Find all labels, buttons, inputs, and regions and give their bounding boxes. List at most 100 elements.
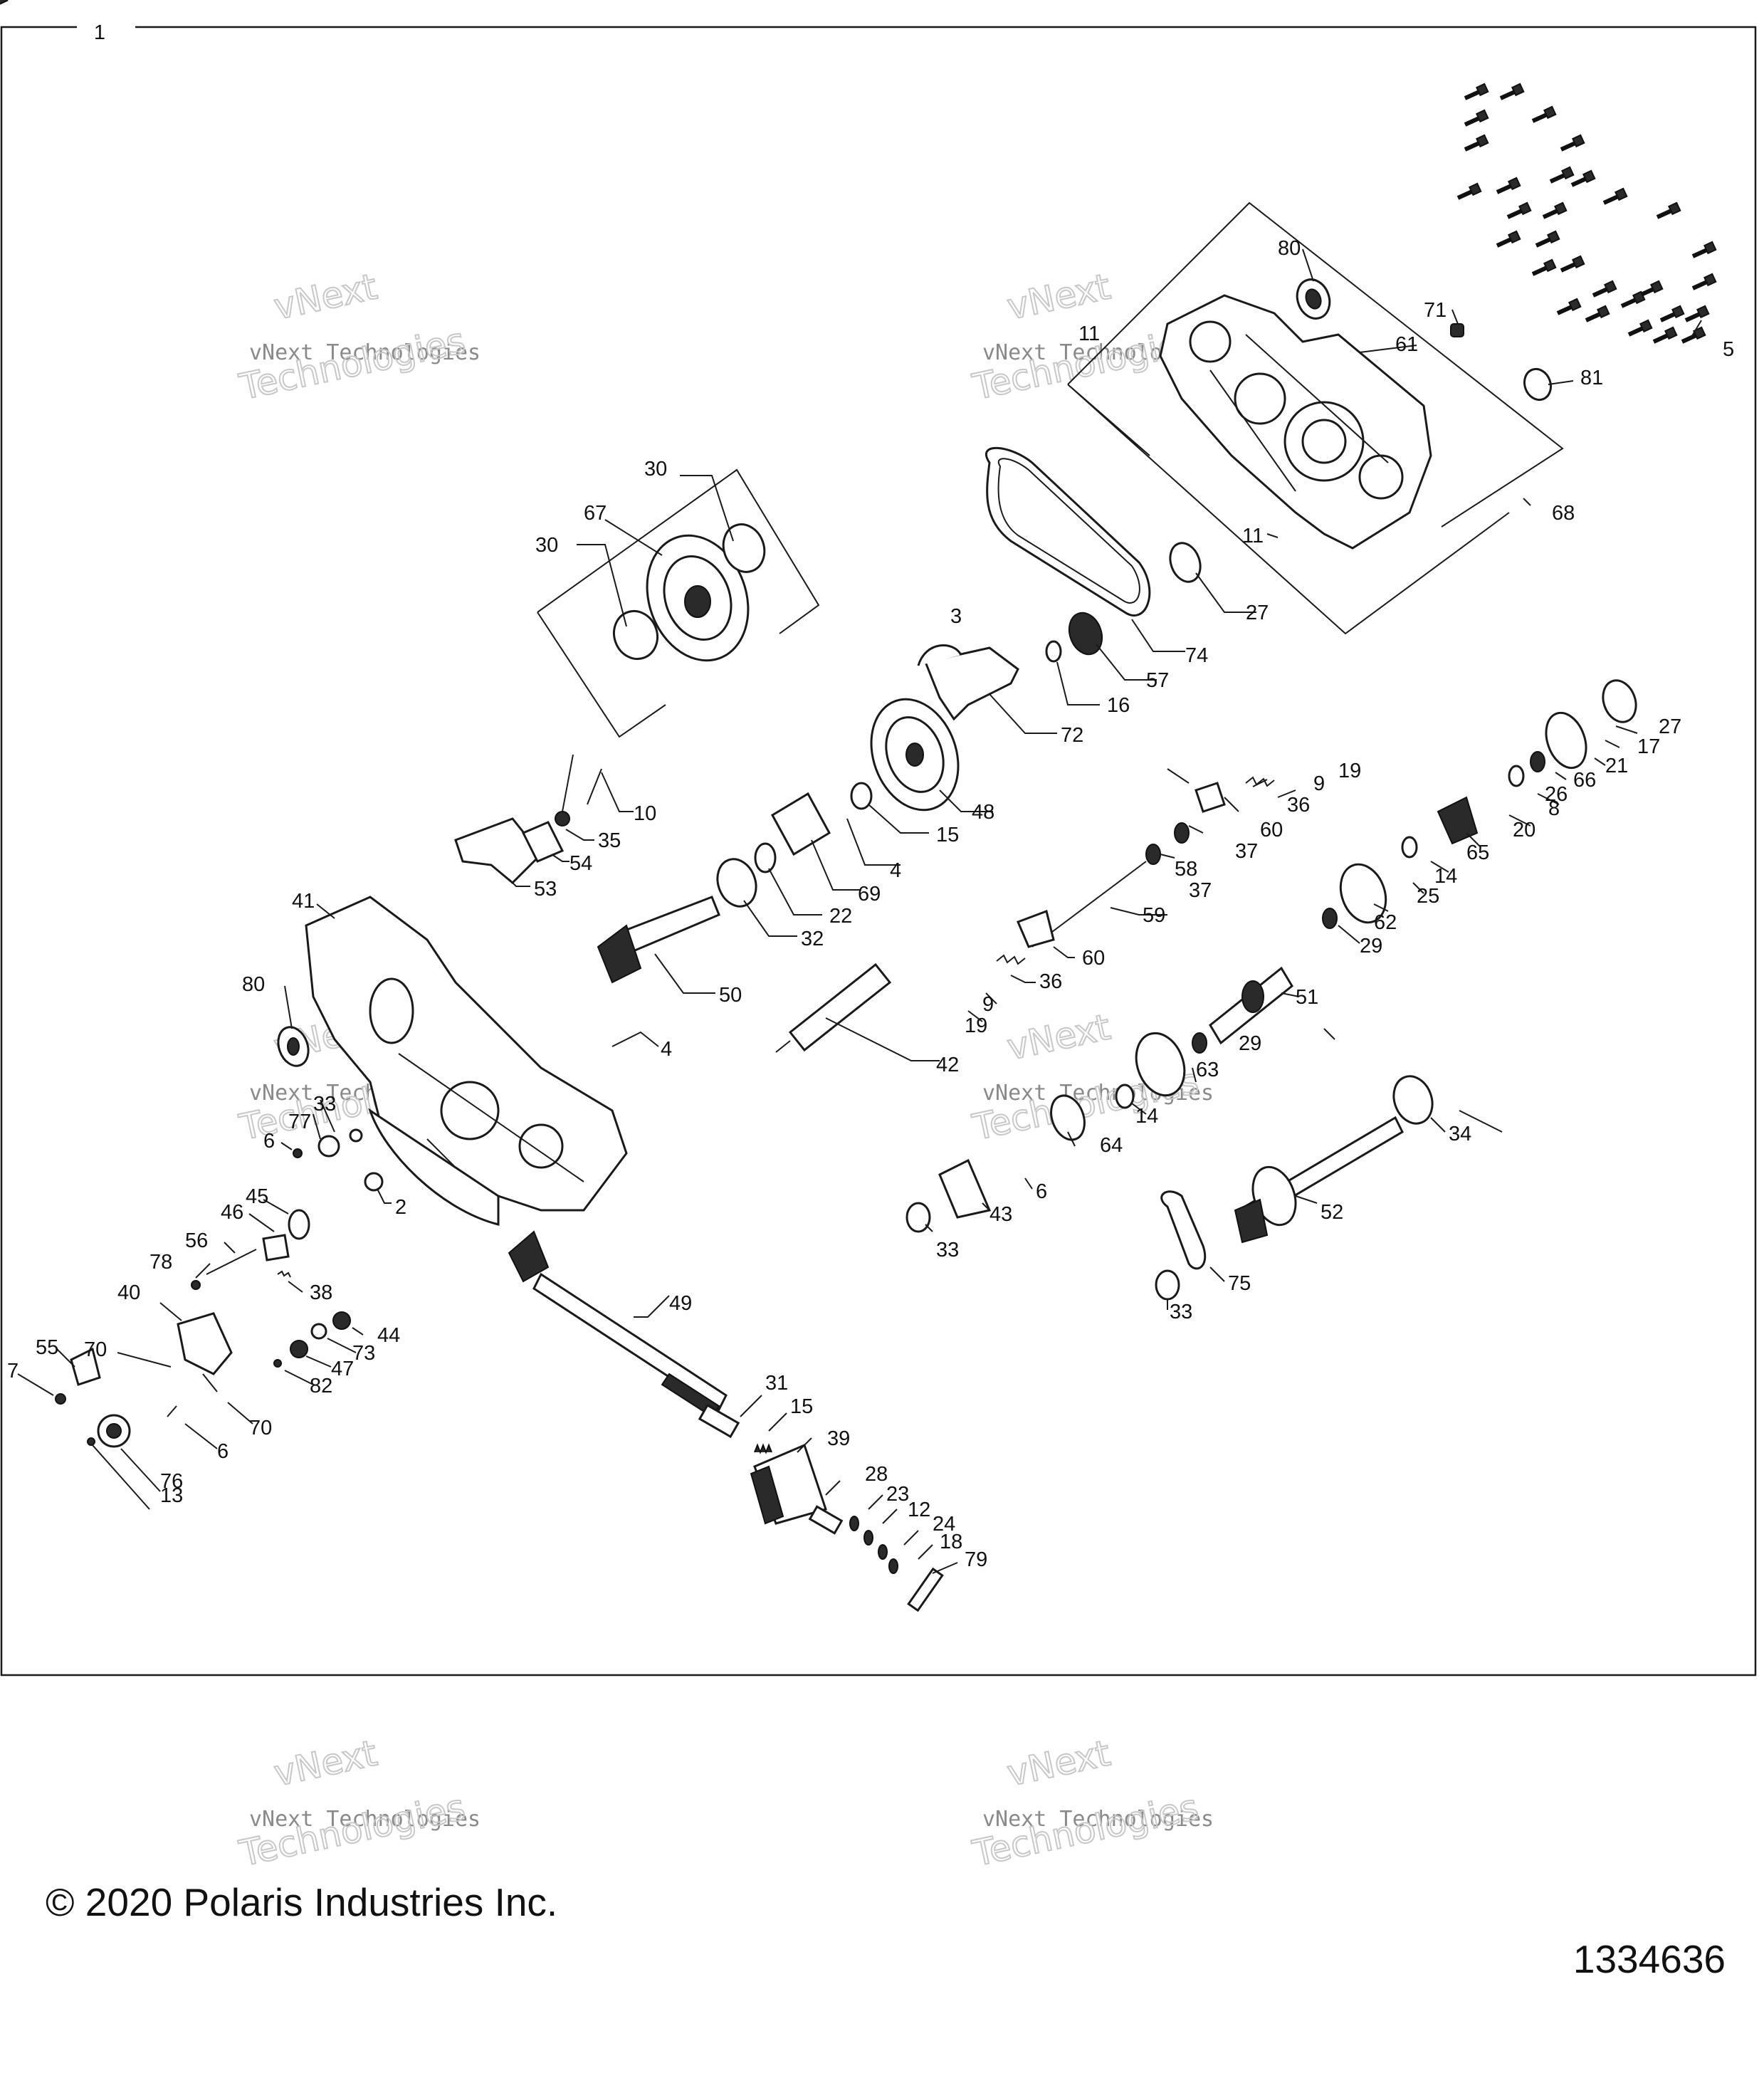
callout-label: 60 bbox=[1260, 819, 1283, 841]
ring-12-icon bbox=[863, 1530, 873, 1546]
watermark-text: Technologies bbox=[969, 1786, 1202, 1874]
callout-label: 3 bbox=[950, 605, 962, 628]
body-46-icon bbox=[262, 1234, 290, 1261]
pin-79-icon bbox=[907, 1567, 944, 1612]
callout-label: 44 bbox=[377, 1324, 400, 1347]
callout-label: 74 bbox=[1185, 644, 1208, 667]
watermark-text: Technologies bbox=[236, 1786, 468, 1874]
watermark-text: vNext bbox=[1004, 1006, 1114, 1068]
callout-label: 36 bbox=[1287, 794, 1310, 817]
callout-label: 33 bbox=[313, 1093, 336, 1116]
shaft-51-assembly-icon bbox=[1050, 679, 1637, 1141]
callout-label: 29 bbox=[1239, 1032, 1261, 1055]
callout-label: 55 bbox=[36, 1336, 58, 1359]
pinion-shaft-50-icon bbox=[597, 896, 720, 984]
callout-label: 73 bbox=[352, 1342, 375, 1365]
watermark-text: vNext Technologies bbox=[249, 1807, 481, 1832]
callout-label: 31 bbox=[765, 1372, 788, 1395]
callout-label: 28 bbox=[865, 1463, 888, 1486]
callout-label: 76 bbox=[160, 1470, 183, 1493]
callout-label: 69 bbox=[858, 883, 881, 906]
watermark-text: vNext bbox=[271, 1732, 381, 1794]
callout-label: 24 bbox=[933, 1513, 955, 1536]
collar-39-spline-icon bbox=[750, 1465, 784, 1525]
oring-33-icon bbox=[349, 1128, 363, 1143]
callout-label: 72 bbox=[1061, 724, 1083, 747]
callout-label: 9 bbox=[1313, 772, 1325, 795]
tube-42-icon bbox=[788, 962, 892, 1052]
diagram-frame: 1 bbox=[0, 21, 1757, 1677]
ring-22-icon bbox=[754, 842, 777, 874]
right-transmission-case-icon bbox=[1159, 294, 1432, 550]
spring-36-upper-icon bbox=[1245, 776, 1275, 787]
callout-label: 57 bbox=[1146, 669, 1169, 692]
callout-label: 6 bbox=[263, 1130, 275, 1153]
callout-label: 56 bbox=[185, 1229, 208, 1252]
callout-label: 51 bbox=[1296, 986, 1318, 1009]
ring-45-icon bbox=[288, 1209, 310, 1240]
callout-label: 37 bbox=[1189, 879, 1212, 902]
part-illustrations bbox=[0, 0, 1716, 1612]
copyright-notice: © 2020 Polaris Industries Inc. bbox=[46, 1880, 558, 1924]
callout-label: 25 bbox=[1417, 885, 1439, 908]
callout-label: 82 bbox=[310, 1375, 332, 1397]
ring-58-icon bbox=[1174, 822, 1190, 844]
bolt-13-icon bbox=[87, 1437, 95, 1446]
callout-label: 9 bbox=[982, 993, 994, 1016]
callout-label: 20 bbox=[1513, 819, 1535, 841]
callout-label: 70 bbox=[84, 1338, 107, 1361]
callout-label: 7 bbox=[7, 1360, 19, 1383]
callout-label: 42 bbox=[936, 1054, 959, 1076]
callout-label: 78 bbox=[149, 1251, 172, 1274]
callout-label: 29 bbox=[1360, 935, 1382, 958]
callout-label: 15 bbox=[790, 1395, 813, 1418]
stud-10b-icon bbox=[587, 768, 602, 805]
callout-label: 6 bbox=[217, 1440, 229, 1463]
callout-label: 16 bbox=[1107, 694, 1130, 717]
callout-label: 77 bbox=[288, 1111, 311, 1133]
callout-label: 6 bbox=[1036, 1180, 1047, 1203]
stud-10-icon bbox=[562, 754, 574, 812]
seal-33-low-icon bbox=[1155, 1269, 1180, 1301]
callout-label: 14 bbox=[1135, 1105, 1158, 1128]
callout-label: 65 bbox=[1466, 841, 1489, 864]
gear-57-icon bbox=[1068, 612, 1103, 656]
callout-label: 27 bbox=[1659, 715, 1681, 738]
callout-label: 33 bbox=[936, 1239, 959, 1261]
callout-label: 41 bbox=[292, 890, 315, 913]
callout-label: 36 bbox=[1039, 970, 1062, 993]
callout-label: 27 bbox=[1246, 602, 1269, 624]
callout-label: 30 bbox=[535, 534, 558, 557]
callout-label: 71 bbox=[1424, 299, 1447, 322]
callout-label: 45 bbox=[246, 1185, 268, 1208]
callout-label: 38 bbox=[310, 1281, 332, 1304]
seal-80-left-center-icon bbox=[287, 1037, 300, 1056]
bolt-70-icon bbox=[202, 1373, 218, 1392]
gear-44-icon bbox=[332, 1311, 351, 1330]
ring-15-icon bbox=[850, 782, 873, 810]
callout-label: 63 bbox=[1196, 1059, 1219, 1081]
washer-73-icon bbox=[310, 1323, 327, 1340]
pin-82-icon bbox=[273, 1359, 282, 1368]
gear-48-icon bbox=[870, 698, 960, 812]
callout-label: 12 bbox=[908, 1499, 930, 1521]
callout-label: 64 bbox=[1100, 1134, 1123, 1157]
callout-label: 81 bbox=[1580, 367, 1603, 389]
idler-gear-67-icon bbox=[613, 523, 766, 662]
callout-label: 79 bbox=[965, 1548, 987, 1571]
watermark-text: vNext bbox=[1004, 266, 1114, 327]
nut-35-icon bbox=[555, 811, 570, 827]
plate-69-icon bbox=[770, 792, 831, 856]
bearing-27-icon bbox=[1169, 542, 1202, 583]
callout-label: 8 bbox=[1548, 797, 1560, 820]
filter-76-center-icon bbox=[106, 1423, 122, 1439]
callout-label: 34 bbox=[1449, 1123, 1471, 1145]
shift-fork-arm-icon bbox=[917, 644, 962, 666]
callout-label: 33 bbox=[1170, 1301, 1192, 1323]
callout-label: 19 bbox=[965, 1014, 987, 1037]
callout-label: 22 bbox=[829, 905, 852, 928]
callout-label: 15 bbox=[936, 824, 959, 846]
callout-label: 39 bbox=[827, 1427, 850, 1450]
nut-7-icon bbox=[55, 1393, 66, 1405]
shaft-56-icon bbox=[206, 1249, 257, 1275]
